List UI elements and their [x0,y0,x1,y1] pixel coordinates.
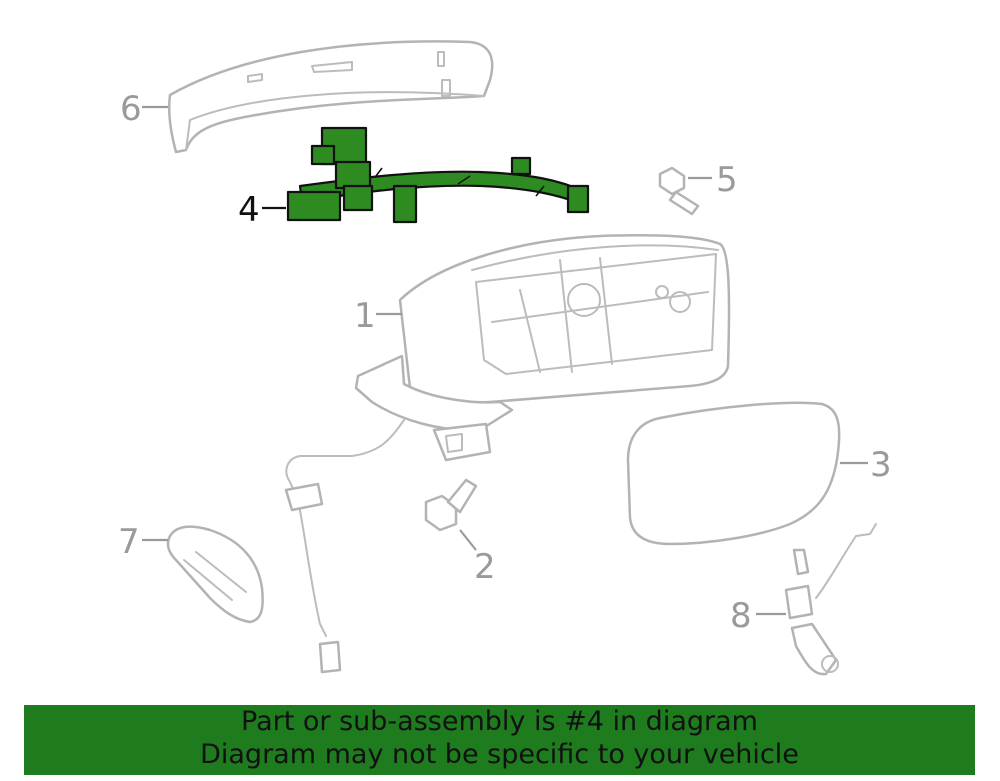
part-3-mirror-glass [626,401,841,546]
info-banner: Part or sub-assembly is #4 in diagram Di… [24,705,975,775]
housing-cable [284,419,405,674]
callout-3: 3 [870,445,892,485]
callout-1: 1 [354,296,376,336]
callout-7: 7 [118,522,140,562]
part-2-bolt [424,478,478,532]
parts-diagram: 6 4 5 1 3 2 7 8 [118,40,892,676]
part-8-sensor-harness [784,523,877,676]
callout-5: 5 [716,160,738,200]
callout-8: 8 [730,596,752,636]
callout-4: 4 [238,190,260,230]
part-1-mirror-housing [354,234,731,462]
part-6-mirror-cover [168,40,494,154]
part-7-turn-signal [166,525,264,624]
banner-line-disclaimer: Diagram may not be specific to your vehi… [200,739,799,770]
banner-line-part: Part or sub-assembly is #4 in diagram [241,706,758,737]
callout-6: 6 [120,89,142,129]
part-5-screw [658,166,700,216]
leader-2 [459,529,477,551]
part-4-wire-harness [286,126,590,224]
callout-2: 2 [474,547,496,587]
